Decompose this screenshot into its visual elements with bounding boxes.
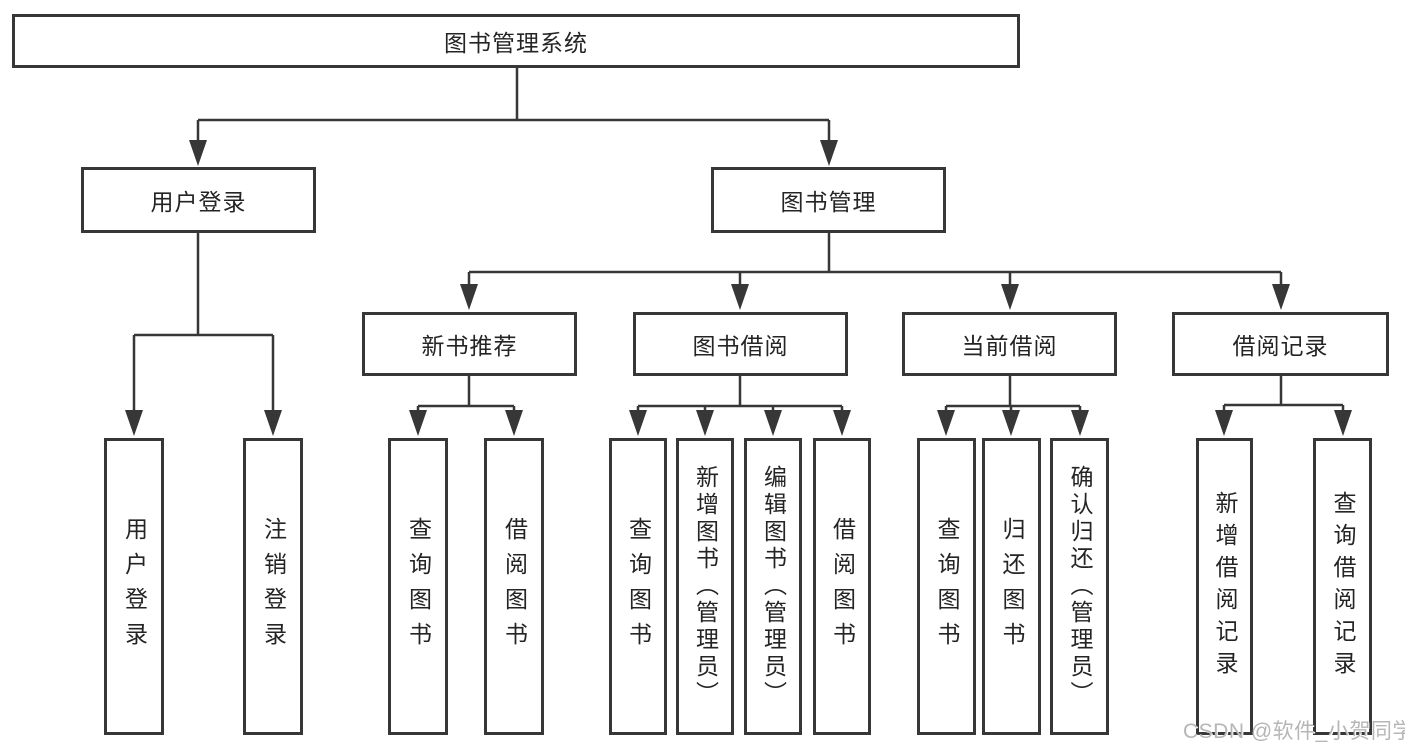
node-user-login-label: 用户登录 — [150, 189, 247, 215]
node-book-management-label: 图书管理 — [780, 189, 877, 215]
leaf-borrow-books: 借阅图书 — [813, 438, 871, 735]
leaf-borrow-books-recommend: 借阅图书 — [484, 438, 544, 735]
leaf-borrow-books-label: 借阅图书 — [829, 516, 856, 657]
leaf-add-books-admin: 新增图书（管理员） — [676, 438, 734, 735]
csdn-watermark: CSDN @软件_小贺同学 — [1183, 720, 1405, 743]
leaf-query-borrow-record-label: 查询借阅记录 — [1330, 490, 1356, 683]
leaf-add-books-admin-label: 新增图书（管理员） — [692, 465, 719, 708]
leaf-edit-books-admin-label: 编辑图书（管理员） — [760, 465, 787, 708]
node-current-borrowing-label: 当前借阅 — [961, 333, 1058, 359]
leaf-query-books-current-label: 查询图书 — [934, 516, 960, 657]
leaf-edit-books-admin: 编辑图书（管理员） — [744, 438, 802, 735]
node-borrowing-records: 借阅记录 — [1172, 312, 1389, 376]
node-book-management: 图书管理 — [711, 167, 946, 233]
leaf-logout: 注销登录 — [243, 438, 303, 735]
leaf-query-books-recommend-label: 查询图书 — [405, 516, 432, 657]
node-user-login: 用户登录 — [81, 167, 316, 233]
leaf-user-login-label: 用户登录 — [121, 516, 148, 657]
leaf-logout-label: 注销登录 — [260, 516, 287, 657]
leaf-query-books-recommend: 查询图书 — [388, 438, 448, 735]
node-book-borrowing: 图书借阅 — [633, 312, 848, 376]
leaf-user-login: 用户登录 — [104, 438, 164, 735]
leaf-query-books-current: 查询图书 — [917, 438, 976, 735]
node-new-book-recommendation: 新书推荐 — [362, 312, 577, 376]
node-borrowing-records-label: 借阅记录 — [1232, 333, 1329, 359]
leaf-return-books-label: 归还图书 — [999, 516, 1025, 657]
node-current-borrowing: 当前借阅 — [902, 312, 1117, 376]
leaf-query-books-borrowing-label: 查询图书 — [625, 516, 652, 657]
leaf-add-borrow-record-label: 新增借阅记录 — [1212, 490, 1238, 683]
leaf-confirm-return-admin: 确认归还（管理员） — [1050, 438, 1109, 735]
node-library-management-system-label: 图书管理系统 — [444, 30, 588, 56]
node-library-management-system: 图书管理系统 — [12, 14, 1020, 68]
leaf-confirm-return-admin-label: 确认归还（管理员） — [1067, 465, 1093, 708]
arrowhead-icons — [125, 140, 1352, 436]
leaf-query-borrow-record: 查询借阅记录 — [1313, 438, 1372, 735]
leaf-add-borrow-record: 新增借阅记录 — [1196, 438, 1253, 735]
leaf-return-books: 归还图书 — [982, 438, 1041, 735]
node-book-borrowing-label: 图书借阅 — [692, 333, 789, 359]
leaf-borrow-books-recommend-label: 借阅图书 — [501, 516, 528, 657]
leaf-query-books-borrowing: 查询图书 — [609, 438, 667, 735]
node-new-book-recommendation-label: 新书推荐 — [421, 333, 518, 359]
